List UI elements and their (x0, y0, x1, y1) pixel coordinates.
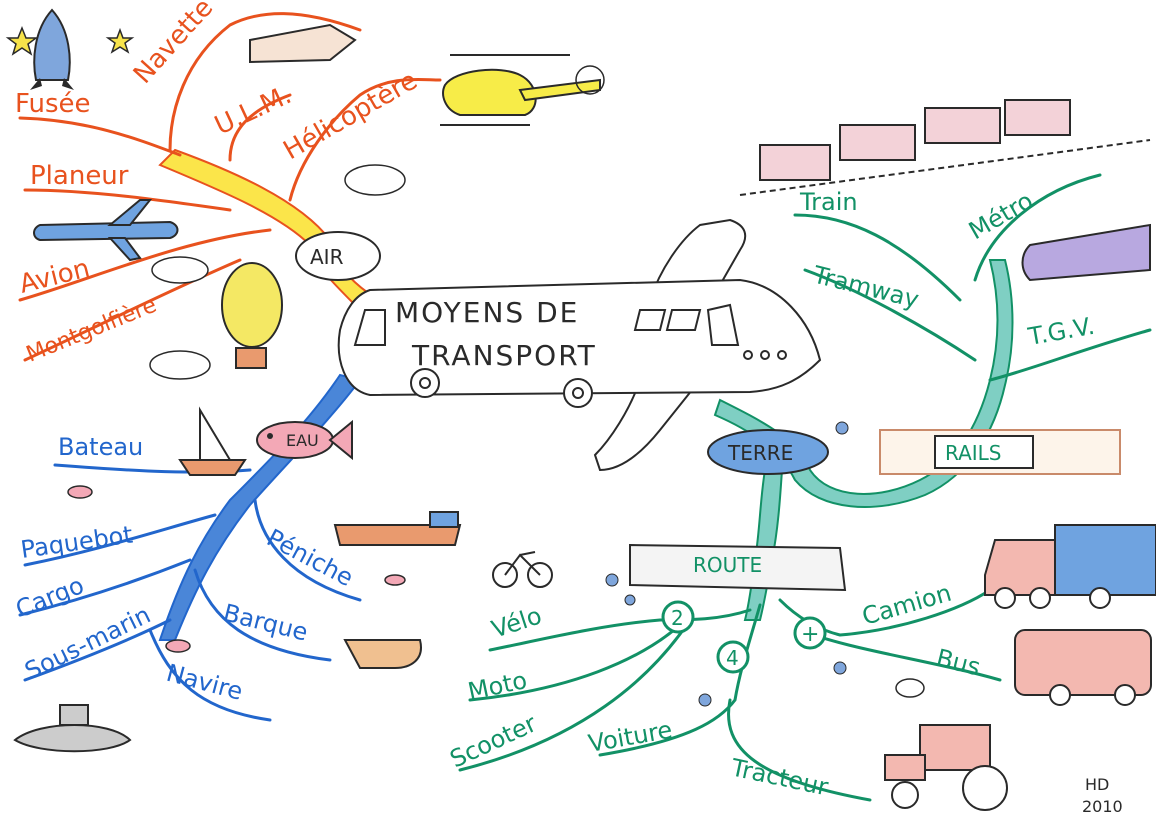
tgv-illustration (1021, 223, 1151, 282)
eau-item-bateau: Bateau (58, 433, 143, 461)
air-item-ulm: U.L.M. (210, 80, 296, 141)
route-item-voiture: Voiture (586, 716, 674, 758)
fish-icon (67, 485, 406, 653)
signature-initials: HD (1085, 775, 1109, 794)
helicopter-illustration (440, 54, 605, 126)
rails-item-metro: Métro (964, 186, 1038, 245)
signature-year: 2010 (1082, 797, 1123, 816)
route-item-tracteur: Tracteur (728, 753, 831, 801)
eau-item-labels: Bateau Paquebot Cargo Sous-marin Navire … (12, 433, 358, 706)
star-icon (5, 25, 135, 56)
route-item-scooter: Scooter (446, 709, 541, 773)
barge-illustration (333, 511, 462, 546)
rails-label: RAILS (945, 441, 1002, 465)
bicycle-illustration (492, 551, 553, 588)
central-title-line1: MOYENS DE (395, 296, 579, 329)
balloon-illustration (221, 262, 283, 369)
air-item-montgolfiere: Montgolfière (23, 293, 160, 368)
route-4-label: 4 (726, 646, 739, 670)
rails-item-tramway: Tramway (810, 260, 922, 313)
air-item-fusee: Fusée (15, 89, 91, 119)
air-item-avion: Avion (16, 253, 92, 299)
train-illustration (739, 99, 1151, 196)
eau-item-paquebot: Paquebot (19, 521, 134, 564)
rails-item-train: Train (799, 188, 858, 216)
route-plus-label: + (801, 622, 819, 647)
rowboat-illustration (343, 639, 422, 669)
flower-icon (605, 421, 849, 707)
route-item-velo: Vélo (488, 601, 545, 643)
airplane-illustration (33, 199, 179, 262)
truck-illustration (984, 524, 1156, 609)
eau-item-barque: Barque (221, 599, 311, 647)
central-vehicle (337, 218, 822, 472)
route-2-label: 2 (671, 606, 684, 630)
route-node: ROUTE (629, 543, 847, 592)
rails-node: RAILS (879, 429, 1121, 475)
tractor-illustration (884, 724, 1008, 811)
air-item-helicoptere: Hélicoptère (279, 66, 423, 166)
route-plus-node: + (793, 616, 827, 650)
air-cloud: AIR (295, 231, 381, 281)
submarine-illustration (13, 704, 132, 753)
rocket-illustration (30, 8, 74, 90)
sailboat-illustration (178, 406, 247, 476)
eau-label: EAU (286, 431, 319, 450)
air-label: AIR (310, 245, 344, 269)
route-label: ROUTE (693, 553, 762, 577)
central-title-line2: TRANSPORT (411, 339, 597, 372)
air-item-planeur: Planeur (30, 161, 129, 191)
route-item-moto: Moto (465, 666, 529, 706)
route-2-node: 2 (661, 600, 695, 634)
terre-label: TERRE (727, 441, 793, 465)
route-4-node: 4 (716, 640, 750, 674)
rails-item-tgv: T.G.V. (1025, 312, 1096, 351)
bus-illustration (1014, 629, 1152, 706)
terre-node: TERRE (707, 429, 829, 475)
eau-item-cargo: Cargo (12, 571, 88, 623)
signature: HD 2010 (1082, 775, 1123, 816)
route-item-bus: Bus (934, 644, 984, 682)
eau-fish: EAU (256, 419, 353, 461)
air-item-navette: Navette (128, 0, 219, 90)
cloud-icon (149, 164, 925, 698)
shuttle-illustration (249, 23, 357, 64)
